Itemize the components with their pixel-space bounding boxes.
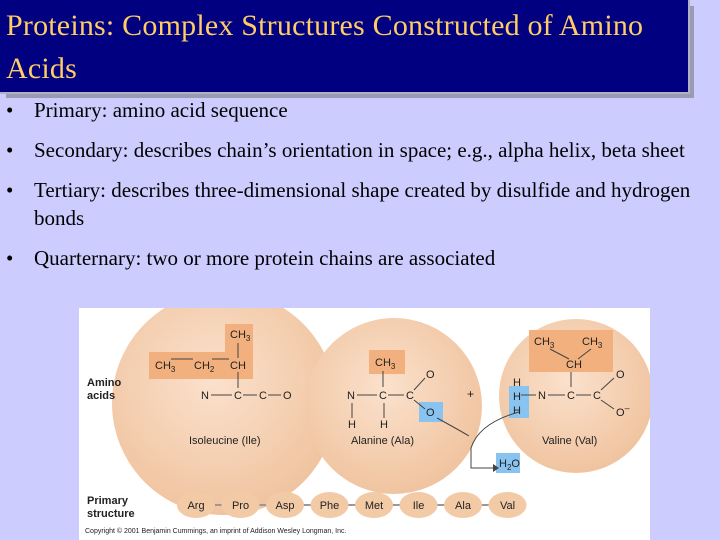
ala-o-single: O: [426, 407, 435, 419]
chain-bead: [221, 492, 260, 518]
ala-ch3: CH3: [375, 357, 396, 371]
ala-h2: H: [380, 419, 388, 431]
primary-structure-label: Primary: [87, 495, 129, 507]
val-c2: C: [593, 390, 601, 402]
ile-c2: C: [259, 390, 267, 402]
bond: [600, 377, 615, 391]
bullet-item: • Tertiary: describes three-dimensional …: [6, 176, 706, 232]
ile-n: N: [201, 390, 209, 402]
slide-title: Proteins: Complex Structures Constructed…: [6, 9, 644, 85]
alanine-oh-box: [419, 402, 443, 422]
chain-bead: [355, 492, 393, 518]
ala-o-double: O: [426, 369, 435, 381]
primary-structure-label: structure: [87, 508, 135, 520]
amino-acid-diagram: Amino acids CH3 CH3 CH2 CH N C C O Isole…: [85, 308, 650, 535]
chain-bead: [177, 492, 215, 518]
bullet-item: • Primary: amino acid sequence: [6, 96, 706, 124]
bond: [549, 348, 570, 360]
bullet-marker: •: [6, 138, 14, 162]
val-o-double: O: [616, 369, 625, 381]
bullet-text: Quarternary: two or more protein chains …: [34, 246, 496, 270]
ile-ch2-row: CH2: [194, 360, 215, 374]
amino-acids-label: acids: [87, 390, 115, 402]
bullet-marker: •: [6, 98, 14, 122]
val-n: N: [538, 390, 546, 402]
bullet-item: • Quarternary: two or more protein chain…: [6, 244, 706, 272]
chain-bead: [266, 492, 304, 518]
ile-name: Isoleucine (Ile): [189, 435, 261, 447]
alanine-ball: [306, 318, 482, 494]
val-c1: C: [567, 390, 575, 402]
ala-h1: H: [348, 419, 356, 431]
bullet-marker: •: [6, 178, 14, 202]
ala-c2: C: [406, 390, 414, 402]
reaction-arrow: [470, 411, 520, 469]
bond: [413, 377, 426, 391]
isoleucine-side-box: [149, 352, 253, 379]
isoleucine-ball: [112, 308, 336, 515]
title-bar: Proteins: Complex Structures Constructed…: [0, 0, 690, 94]
alanine-side-box: [369, 350, 405, 374]
primary-chain: Arg Pro Asp Phe Met Ile Ala Val: [177, 492, 527, 518]
chain-residue-label: Arg: [187, 500, 204, 512]
ala-c1: C: [379, 390, 387, 402]
water-label: H2O: [499, 458, 520, 472]
chain-residue-label: Pro: [232, 500, 249, 512]
amino-acid-figure: Amino acids CH3 CH3 CH2 CH N C C O Isole…: [79, 308, 650, 540]
chain-residue-label: Ala: [455, 500, 472, 512]
val-o-minus: O–: [616, 403, 630, 419]
chain-residue-label: Ile: [413, 500, 425, 512]
chain-residue-label: Met: [365, 500, 383, 512]
reaction-arrow: [436, 417, 470, 437]
bullet-text: Tertiary: describes three-dimensional sh…: [34, 178, 691, 230]
amino-acids-label: Amino: [87, 377, 122, 389]
bullet-item: • Secondary: describes chain’s orientati…: [6, 136, 706, 164]
copyright-text: Copyright © 2001 Benjamin Cummings, an i…: [85, 527, 346, 535]
bond: [600, 399, 615, 410]
valine-side-box: [529, 330, 613, 372]
ile-ch3-row: CH3: [155, 360, 176, 374]
bond: [577, 348, 592, 360]
valine-h-box: [509, 386, 529, 418]
bullet-text: Primary: amino acid sequence: [34, 98, 288, 122]
plus-sign: +: [467, 387, 474, 401]
chain-bead: [488, 492, 527, 518]
water-box: [496, 453, 520, 473]
val-h-mid: H: [513, 391, 521, 403]
chain-residue-label: Val: [500, 500, 515, 512]
bullet-marker: •: [6, 246, 14, 270]
isoleucine-side-box: [225, 324, 253, 352]
ile-ch-row: CH: [230, 360, 246, 372]
ala-name: Alanine (Ala): [351, 435, 414, 447]
chain-residue-label: Asp: [276, 500, 295, 512]
val-ch3-right: CH3: [582, 336, 603, 350]
val-ch3-left: CH3: [534, 336, 555, 350]
val-ch: CH: [566, 359, 582, 371]
chain-residue-label: Phe: [320, 500, 340, 512]
ile-c1: C: [234, 390, 242, 402]
arrow-head-icon: [493, 464, 499, 472]
chain-bead: [444, 492, 482, 518]
chain-bead: [310, 492, 349, 518]
chain-bead: [399, 492, 438, 518]
ile-ch3-top: CH3: [230, 329, 251, 343]
bond: [413, 399, 426, 410]
val-h-bot: H: [513, 405, 521, 417]
bullet-list: • Primary: amino acid sequence • Seconda…: [6, 96, 706, 284]
val-name: Valine (Val): [542, 435, 597, 447]
val-h-top: H: [513, 377, 521, 389]
ile-o: O: [283, 390, 292, 402]
ala-n: N: [347, 390, 355, 402]
bullet-text: Secondary: describes chain’s orientation…: [34, 138, 685, 162]
